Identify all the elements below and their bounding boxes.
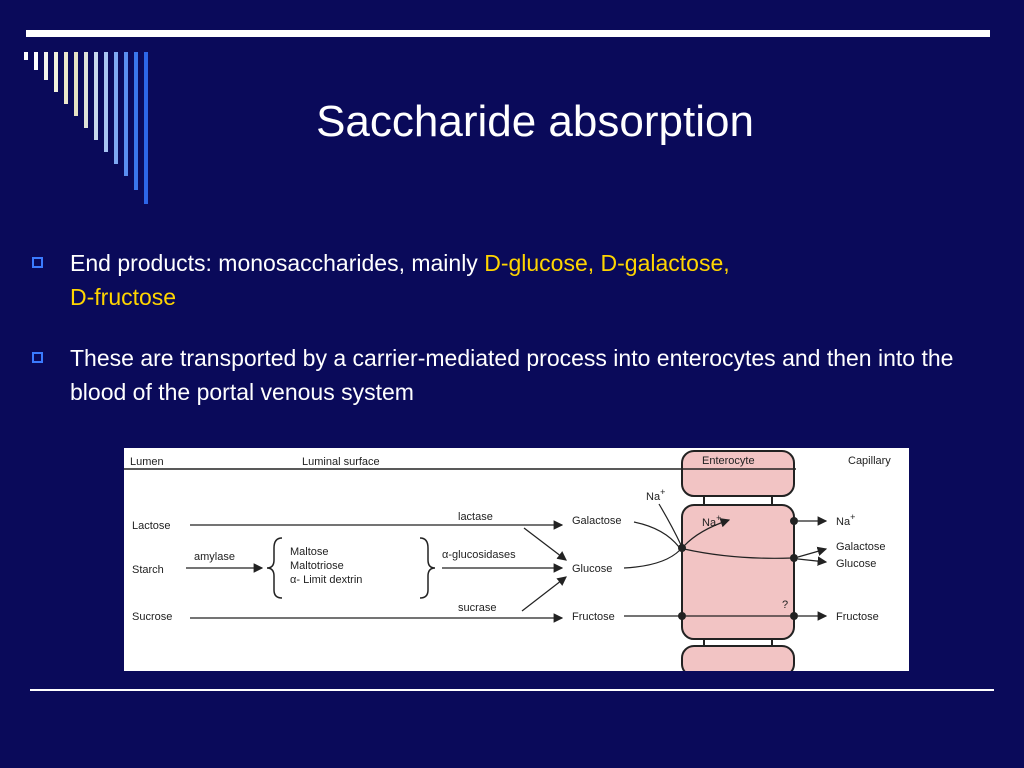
decorative-stripes	[24, 52, 148, 204]
top-rule	[26, 30, 990, 37]
label-fructose-blood: Fructose	[836, 611, 879, 623]
bullet-item-transport: These are transported by a carrier-media…	[30, 341, 1005, 409]
basolateral-node-na	[790, 517, 798, 525]
label-maltotriose: Maltotriose	[290, 560, 344, 572]
label-galactose: Galactose	[572, 515, 622, 527]
bullet-highlight: D-glucose, D-galactose,	[484, 250, 730, 276]
label-lactase: lactase	[458, 511, 493, 523]
label-limit-dextrin: α- Limit dextrin	[290, 574, 362, 586]
label-question: ?	[782, 599, 788, 611]
enterocyte-cell-bottom	[681, 645, 795, 671]
bullet-square-icon	[32, 257, 43, 268]
bullet-item-end-products: End products: monosaccharides, mainly D-…	[30, 246, 1005, 314]
label-enterocyte: Enterocyte	[702, 455, 755, 467]
bullet-list: End products: monosaccharides, mainly D-…	[30, 246, 1005, 436]
label-galactose-blood: Galactose	[836, 541, 886, 553]
label-na-lumen: Na+	[646, 487, 665, 503]
label-glucosidases: α-glucosidases	[442, 549, 516, 561]
label-lumen: Lumen	[130, 456, 164, 468]
label-capillary: Capillary	[848, 455, 891, 467]
bullet-square-icon	[32, 352, 43, 363]
basolateral-node-fructose	[790, 612, 798, 620]
label-glucose: Glucose	[572, 563, 612, 575]
bullet-text: These are transported by a carrier-media…	[70, 345, 954, 405]
label-sucrase: sucrase	[458, 602, 497, 614]
label-maltose: Maltose	[290, 546, 329, 558]
label-amylase: amylase	[194, 551, 235, 563]
basolateral-node-sugars	[790, 554, 798, 562]
absorption-diagram: Lumen Luminal surface Enterocyte Capilla…	[124, 448, 909, 671]
bullet-highlight: D-fructose	[70, 284, 177, 310]
label-sucrose: Sucrose	[132, 611, 172, 623]
label-lactose: Lactose	[132, 520, 171, 532]
label-luminal-surface: Luminal surface	[302, 456, 380, 468]
label-glucose-blood: Glucose	[836, 558, 876, 570]
enterocyte-cell	[681, 504, 795, 640]
slide-title: Saccharide absorption	[316, 97, 754, 146]
label-fructose: Fructose	[572, 611, 615, 623]
bottom-rule	[30, 689, 994, 691]
apical-node-fructose	[678, 612, 686, 620]
label-starch: Starch	[132, 564, 164, 576]
enterocyte-cell-top	[681, 450, 795, 497]
label-na-blood: Na+	[836, 512, 855, 528]
bullet-text: End products: monosaccharides, mainly	[70, 250, 485, 276]
